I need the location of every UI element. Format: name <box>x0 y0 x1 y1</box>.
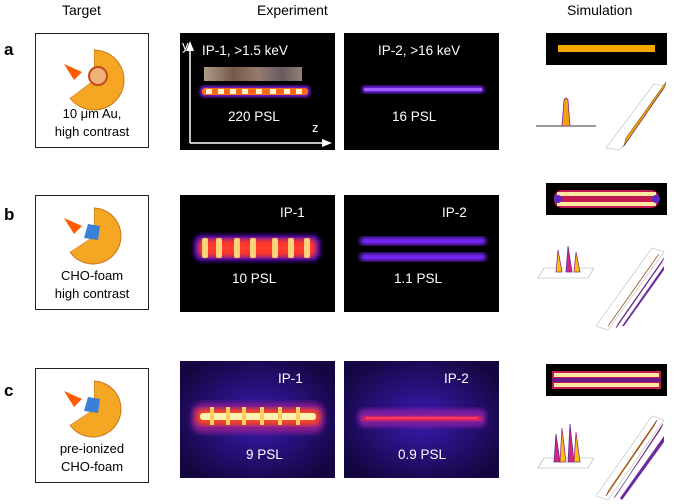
experiment-c-ip1-panel: IP-1 9 PSL <box>180 361 335 478</box>
experiment-c-ip2-value: 0.9 PSL <box>398 447 447 462</box>
experiment-a-ip1-panel: y z IP-1, >1.5 keV 220 PSL <box>180 33 335 150</box>
experiment-b-ip2-value: 1.1 PSL <box>394 271 443 286</box>
experiment-a-ip2-panel: IP-2, >16 keV 16 PSL <box>344 33 499 150</box>
target-a-label-line1: 10 μm Au, <box>62 106 122 121</box>
target-c-label-line2: CHO-foam <box>60 459 124 474</box>
simulation-c-image <box>546 364 667 396</box>
simulation-b-image <box>546 183 667 215</box>
simulation-a-3d-plot <box>536 81 666 151</box>
row-a-letter: a <box>4 40 14 59</box>
simulation-a-image <box>546 33 667 65</box>
target-b-disk-icon <box>64 207 122 265</box>
experiment-b-ip2-label: IP-2 <box>442 205 467 220</box>
target-b-label-line1: CHO-foam <box>60 268 124 283</box>
experiment-c-ip2-panel: IP-2 0.9 PSL <box>344 361 499 478</box>
experiment-a-ip1-value: 220 PSL <box>228 109 280 124</box>
target-a-label-line2: high contrast <box>54 124 130 139</box>
experiment-b-ip1-value: 10 PSL <box>232 271 277 286</box>
experiment-a-ip2-label: IP-2, >16 keV <box>378 43 461 58</box>
axis-z-label: z <box>312 120 319 135</box>
target-b-box: CHO-foam high contrast <box>35 195 149 310</box>
z-axis-arrow-icon <box>322 139 332 147</box>
target-a-box: 10 μm Au, high contrast <box>35 33 149 148</box>
experiment-a-ip2-value: 16 PSL <box>392 109 437 124</box>
target-c-box: pre-ionized CHO-foam <box>35 368 149 483</box>
target-column-header: Target <box>62 2 101 18</box>
target-a-disk-icon <box>64 49 125 111</box>
experiment-b-ip2-panel: IP-2 1.1 PSL <box>344 195 499 312</box>
target-b-label-line2: high contrast <box>54 286 130 301</box>
experiment-column-header: Experiment <box>257 2 328 18</box>
experiment-b-ip1-label: IP-1 <box>280 205 305 220</box>
simulation-b-3d-plot <box>537 245 665 331</box>
axis-y-label: y <box>182 38 189 53</box>
row-c-letter: c <box>4 381 14 400</box>
experiment-c-ip2-label: IP-2 <box>444 371 469 386</box>
target-c-disk-icon <box>64 380 122 438</box>
y-axis-arrow-icon <box>186 41 194 51</box>
experiment-c-ip1-label: IP-1 <box>278 371 303 386</box>
row-b-letter: b <box>4 205 15 224</box>
target-c-label-line1: pre-ionized <box>59 441 125 456</box>
simulation-c-3d-plot <box>537 415 665 501</box>
experiment-b-ip1-panel: IP-1 10 PSL <box>180 195 335 312</box>
experiment-a-ip1-label: IP-1, >1.5 keV <box>202 43 288 58</box>
experiment-c-ip1-value: 9 PSL <box>246 447 283 462</box>
simulation-column-header: Simulation <box>567 2 633 18</box>
